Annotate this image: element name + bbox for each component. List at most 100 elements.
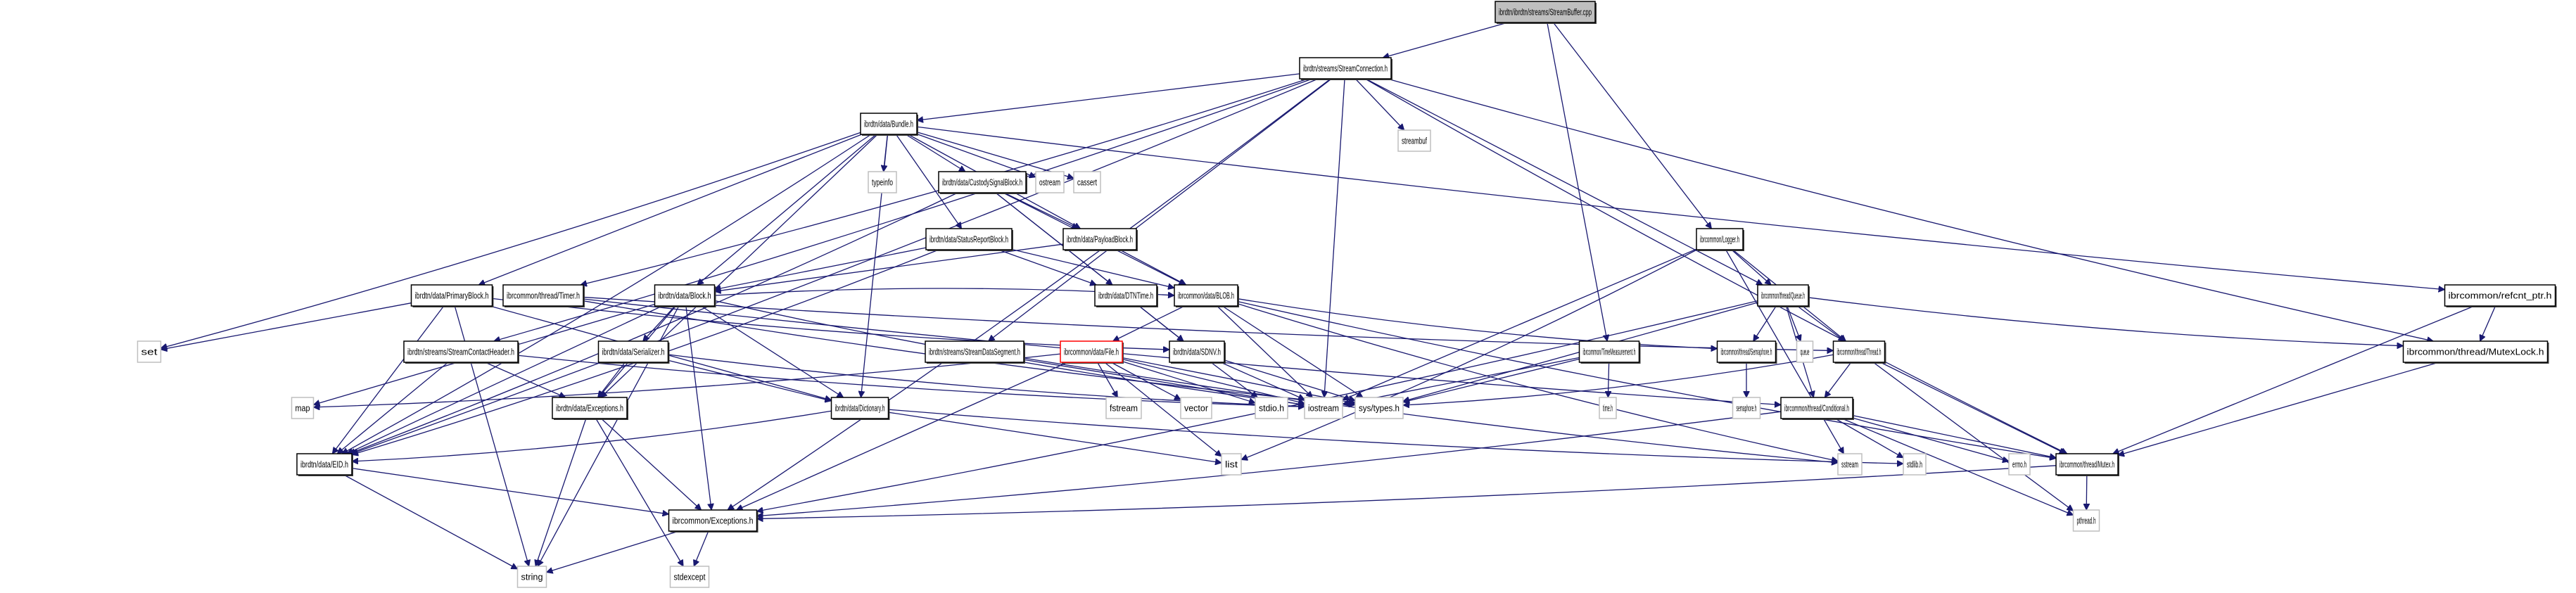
- node-box: [1397, 129, 1431, 152]
- node-label: fstream: [1110, 403, 1138, 414]
- node-label: ibrdtn/ibrdtn/streams/StreamBuffer.cpp: [1499, 7, 1592, 18]
- node-semaphoreh: semaphore.h: [1732, 397, 1761, 419]
- edge-serializer-to-dataexceptions: [598, 362, 626, 397]
- node-streambuf: streambuf: [1397, 129, 1431, 152]
- node-file[interactable]: ibrcommon/data/File.h: [1060, 340, 1124, 364]
- node-conditional[interactable]: ibrcommon/thread/Conditional.h: [1780, 397, 1854, 420]
- node-label: ibrdtn/data/SDNV.h: [1173, 347, 1221, 357]
- node-contactheader[interactable]: ibrdtn/streams/StreamContactHeader.h: [403, 340, 519, 364]
- node-queue[interactable]: ibrcommon/thread/Queue.h: [1757, 284, 1810, 307]
- node-sstream: sstream: [1837, 453, 1863, 476]
- edge-conditional-to-stdlib: [1834, 418, 1903, 459]
- edge-timemeasure-to-timeh: [1608, 362, 1609, 397]
- edge-streamconnection-to-bundle: [917, 73, 1300, 120]
- edge-conditional-to-pthread: [1841, 418, 2074, 515]
- node-payload[interactable]: ibrdtn/data/PayloadBlock.h: [1062, 228, 1138, 251]
- edge-dictionary-to-stdlib: [888, 409, 1904, 464]
- node-statusreport[interactable]: ibrdtn/data/StatusReportBlock.h: [925, 228, 1013, 251]
- edge-bundle-to-set: [161, 132, 861, 348]
- node-timer[interactable]: ibrcommon/thread/Timer.h: [502, 284, 585, 307]
- node-box: [1354, 397, 1404, 419]
- edge-eid-to-commonexceptions: [351, 468, 669, 514]
- node-thread[interactable]: ibrcommon/thread/Thread.h: [1832, 340, 1886, 364]
- node-set: set: [137, 340, 162, 363]
- node-box: [552, 397, 628, 419]
- node-dictionary[interactable]: ibrdtn/data/Dictionary.h: [830, 397, 890, 420]
- edge-block-to-dictionary: [700, 305, 843, 398]
- node-timeh: time.h: [1599, 397, 1617, 419]
- edge-logger-to-list: [1241, 249, 1697, 460]
- node-box: [2008, 453, 2031, 476]
- node-box: [597, 340, 669, 363]
- node-datasegment[interactable]: ibrdtn/streams/StreamDataSegment.h: [925, 340, 1025, 364]
- node-box: [1757, 284, 1809, 307]
- edge-thread-to-pthread: [1872, 362, 2073, 511]
- node-label: ibrcommon/thread/Queue.h: [1761, 291, 1805, 301]
- node-label: pthread.h: [2077, 516, 2096, 526]
- node-semaphore[interactable]: ibrcommon/thread/Semaphore.h: [1716, 340, 1777, 364]
- edge-streamconnection-to-mutexlock: [1387, 78, 2433, 341]
- node-box: [1255, 397, 1288, 419]
- edge-queue-to-mutexlock: [1808, 297, 2404, 346]
- node-logger[interactable]: ibrcommon/Logger.h: [1696, 228, 1744, 251]
- node-primary[interactable]: ibrdtn/data/PrimaryBlock.h: [410, 284, 494, 307]
- node-label: ibrdtn/data/DTNTime.h: [1098, 291, 1153, 301]
- edge-mutex-to-pthread: [2086, 474, 2087, 510]
- node-box: [291, 397, 315, 419]
- node-root[interactable]: ibrdtn/ibrdtn/streams/StreamBuffer.cpp: [1495, 1, 1597, 24]
- node-mutex[interactable]: ibrcommon/thread/Mutex.h: [2055, 453, 2119, 476]
- node-mutexlock[interactable]: ibrcommon/thread/MutexLock.h: [2402, 340, 2549, 364]
- node-eid[interactable]: ibrdtn/data/EID.h: [296, 453, 353, 476]
- node-label: ibrdtn/streams/StreamConnection.h: [1303, 63, 1388, 74]
- edge-root-to-streamconnection: [1383, 22, 1508, 58]
- node-label: semaphore.h: [1737, 403, 1757, 414]
- edge-conditional-to-mutex: [1852, 414, 2056, 458]
- node-label: ibrcommon/thread/Conditional.h: [1784, 403, 1849, 414]
- node-box: [1105, 397, 1142, 419]
- node-sdnv[interactable]: ibrdtn/data/SDNV.h: [1169, 340, 1226, 364]
- edge-file-to-iostream: [1122, 359, 1305, 404]
- node-bundle[interactable]: ibrdtn/data/Bundle.h: [860, 113, 918, 136]
- node-block[interactable]: ibrdtn/data/Block.h: [654, 284, 716, 307]
- edge-contactheader-to-eid: [337, 362, 449, 454]
- node-blob[interactable]: ibrcommon/data/BLOB.h: [1174, 284, 1239, 307]
- edge-logger-to-sstream: [1725, 249, 1844, 454]
- node-commonexceptions[interactable]: ibrcommon/Exceptions.h: [668, 509, 759, 533]
- node-systypes: sys/types.h: [1354, 397, 1404, 419]
- node-dtntime[interactable]: ibrdtn/data/DTNTime.h: [1094, 284, 1158, 307]
- node-dataexceptions[interactable]: ibrdtn/data/Exceptions.h: [552, 397, 628, 420]
- node-box: [516, 566, 547, 588]
- node-label: ibrcommon/data/BLOB.h: [1178, 291, 1234, 301]
- node-stdlib: stdlib.h: [1903, 453, 1927, 476]
- edge-file-to-list: [1104, 362, 1222, 457]
- node-list: list: [1221, 453, 1242, 476]
- edge-file-to-commonexceptions: [737, 362, 1068, 510]
- edge-block-to-eid: [347, 305, 663, 454]
- edge-mutexlock-to-mutex: [2118, 362, 2439, 455]
- edge-timemeasure-to-systypes: [1403, 358, 1580, 402]
- node-label: ibrdtn/data/Bundle.h: [864, 119, 913, 129]
- node-streamconnection[interactable]: ibrdtn/streams/StreamConnection.h: [1299, 57, 1392, 80]
- node-label: ibrcommon/thread/Timer.h: [507, 291, 580, 301]
- node-box: [1599, 397, 1617, 419]
- node-box: [860, 113, 918, 135]
- node-box: [925, 228, 1013, 250]
- node-box: [1221, 453, 1242, 476]
- node-refcnt[interactable]: ibrcommon/refcnt_ptr.h: [2444, 284, 2557, 307]
- edge-file-to-fstream: [1097, 362, 1118, 397]
- node-serializer[interactable]: ibrdtn/data/Serializer.h: [597, 340, 670, 364]
- node-label: ibrcommon/refcnt_ptr.h: [2449, 291, 2552, 301]
- edge-thread-to-systypes: [1403, 354, 1834, 405]
- node-box: [1180, 397, 1212, 419]
- node-timemeasure[interactable]: ibrcommon/TimeMeasurement.h: [1578, 340, 1641, 364]
- edge-datasegment-to-sstream: [1023, 357, 1838, 463]
- node-custodysignal[interactable]: ibrdtn/data/CustodySignalBlock.h: [938, 171, 1027, 194]
- node-iostream: iostream: [1304, 397, 1343, 419]
- edge-blob-to-sstream: [1237, 303, 1838, 461]
- edge-commonexceptions-to-stdexcept: [694, 530, 709, 566]
- edge-sdnv-to-systypes: [1224, 359, 1355, 400]
- node-label: string: [521, 572, 543, 582]
- node-label: ibrcommon/thread/MutexLock.h: [2407, 347, 2544, 357]
- edge-refcnt-to-mutexlock: [2480, 305, 2496, 341]
